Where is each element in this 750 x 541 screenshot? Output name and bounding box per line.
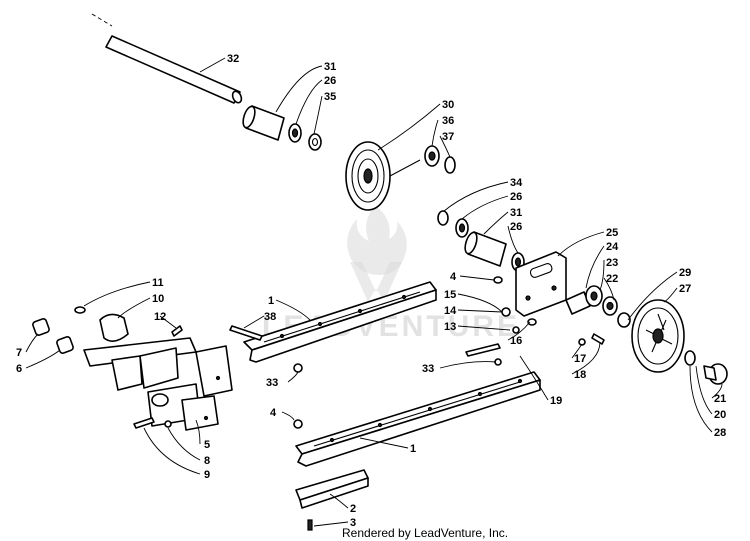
hardware-small (74, 276, 605, 429)
render-credit: Rendered by LeadVenture, Inc. (342, 526, 509, 540)
callout-9: 9 (204, 469, 210, 481)
callout-7: 7 (16, 347, 22, 359)
callout-11: 11 (152, 277, 164, 289)
callout-26-upper: 26 (324, 75, 336, 87)
callout-4-lower: 4 (270, 407, 277, 419)
callout-6: 6 (16, 363, 22, 375)
callout-24: 24 (606, 241, 619, 253)
callout-17: 17 (574, 353, 586, 365)
slide-rail-upper (243, 281, 437, 363)
callout-32: 32 (227, 53, 239, 65)
callout-5: 5 (204, 439, 210, 451)
spacer-upper (242, 105, 322, 151)
callout-8: 8 (204, 455, 210, 467)
callout-12: 12 (154, 311, 166, 323)
slide-rail-lower (295, 371, 541, 467)
idler-wheel-30 (345, 141, 421, 211)
callout-1-lower: 1 (410, 443, 416, 455)
callout-31-lower: 31 (510, 207, 522, 219)
callout-21: 21 (714, 393, 726, 405)
callout-30: 30 (442, 99, 454, 111)
callout-3: 3 (350, 517, 356, 529)
callout-4-upper: 4 (450, 271, 457, 283)
callout-19: 19 (550, 395, 562, 407)
callout-14: 14 (444, 305, 457, 317)
leader-lines (25, 57, 723, 527)
callout-38: 38 (264, 311, 276, 323)
callout-27: 27 (679, 283, 691, 295)
front-arm-assembly (32, 313, 233, 431)
callout-2: 2 (350, 503, 356, 515)
callout-25: 25 (606, 227, 618, 239)
watermark-logo: LEADVENTURE (262, 205, 517, 343)
callout-33-right: 33 (422, 363, 434, 375)
callout-26-mid: 26 (510, 191, 522, 203)
callout-20: 20 (714, 409, 726, 421)
callout-1-upper: 1 (268, 295, 274, 307)
callout-15: 15 (444, 289, 456, 301)
callout-31-upper: 31 (324, 61, 336, 73)
axle-group (565, 285, 631, 328)
callout-labels: 32 31 26 35 30 36 37 34 26 31 26 25 24 2… (16, 53, 726, 529)
callout-16: 16 (510, 335, 522, 347)
rear-wheel-29 (631, 299, 685, 373)
callout-10: 10 (152, 293, 164, 305)
bearing-36-37 (424, 145, 456, 174)
callout-22: 22 (606, 273, 618, 285)
shaft-32 (91, 13, 243, 104)
callout-33-left: 33 (266, 377, 278, 389)
callout-23: 23 (606, 257, 618, 269)
wear-strip-2 (295, 469, 369, 531)
callout-36: 36 (442, 115, 454, 127)
callout-29: 29 (679, 267, 691, 279)
callout-18: 18 (574, 369, 586, 381)
callout-34: 34 (510, 177, 523, 189)
washer-cap-20-21 (684, 350, 728, 385)
callout-28: 28 (714, 427, 726, 439)
callout-13: 13 (444, 321, 456, 333)
callout-35: 35 (324, 91, 336, 103)
callout-26-lower: 26 (510, 221, 522, 233)
callout-37: 37 (442, 131, 454, 143)
spacer-lower (437, 210, 525, 272)
